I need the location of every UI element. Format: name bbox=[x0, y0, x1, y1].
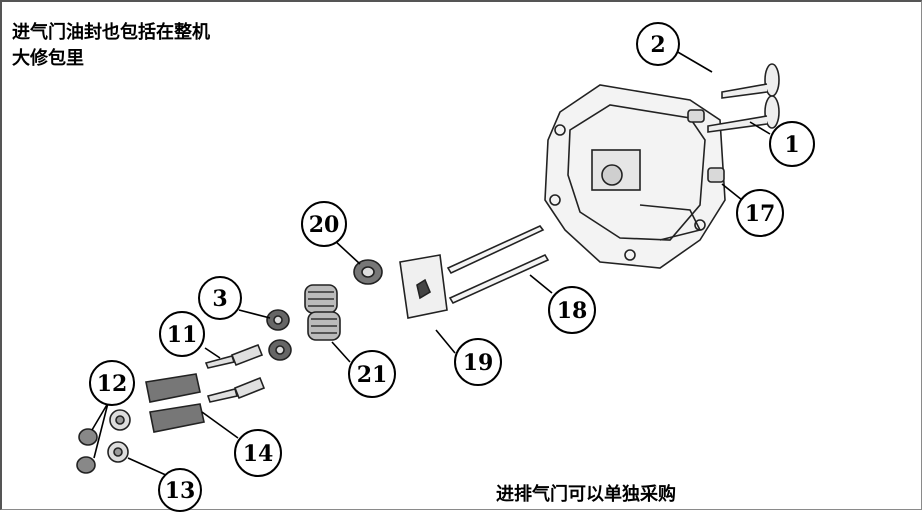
svg-text:11: 11 bbox=[167, 322, 198, 348]
gasket-plate-drawing bbox=[399, 254, 448, 319]
top-note: 进气门油封也包括在整机 大修包里 bbox=[12, 20, 210, 72]
springs-drawing bbox=[304, 284, 341, 341]
retainers-drawing bbox=[266, 309, 292, 361]
svg-text:14: 14 bbox=[243, 441, 274, 467]
svg-text:21: 21 bbox=[357, 362, 388, 388]
svg-text:12: 12 bbox=[97, 371, 128, 397]
leader-lines bbox=[91, 50, 771, 477]
studs-drawing bbox=[204, 343, 266, 403]
svg-text:19: 19 bbox=[463, 350, 494, 376]
callout-20: 20 bbox=[301, 201, 347, 247]
callout-2: 2 bbox=[636, 22, 680, 66]
callout-19: 19 bbox=[454, 338, 502, 386]
cylinder-head-drawing bbox=[544, 84, 726, 269]
callout-11: 11 bbox=[159, 311, 205, 357]
callout-1: 1 bbox=[769, 121, 815, 167]
svg-text:1: 1 bbox=[784, 132, 799, 158]
part-20-drawing bbox=[353, 259, 383, 285]
callout-3: 3 bbox=[198, 276, 242, 320]
svg-text:18: 18 bbox=[557, 298, 588, 324]
callout-13: 13 bbox=[158, 468, 202, 512]
callout-17: 17 bbox=[736, 189, 784, 237]
svg-text:20: 20 bbox=[309, 212, 340, 238]
rocker-arms-drawing bbox=[145, 373, 205, 433]
pushrods-drawing bbox=[446, 225, 550, 305]
svg-text:3: 3 bbox=[212, 286, 227, 312]
svg-text:2: 2 bbox=[650, 32, 665, 58]
top-note-line2: 大修包里 bbox=[12, 48, 84, 69]
callout-12: 12 bbox=[89, 360, 135, 406]
top-note-line1: 进气门油封也包括在整机 bbox=[12, 22, 210, 43]
valves-drawing bbox=[687, 63, 780, 183]
bottom-note: 进排气门可以单独采购 bbox=[496, 484, 676, 505]
svg-text:13: 13 bbox=[165, 478, 196, 504]
callout-21: 21 bbox=[348, 350, 396, 398]
callout-18: 18 bbox=[548, 286, 596, 334]
nuts-pivots-drawing bbox=[76, 409, 131, 474]
callouts: 2 1 17 20 18 3 11 19 21 12 14 13 bbox=[89, 22, 815, 512]
callout-14: 14 bbox=[234, 429, 282, 477]
svg-text:17: 17 bbox=[745, 201, 776, 227]
